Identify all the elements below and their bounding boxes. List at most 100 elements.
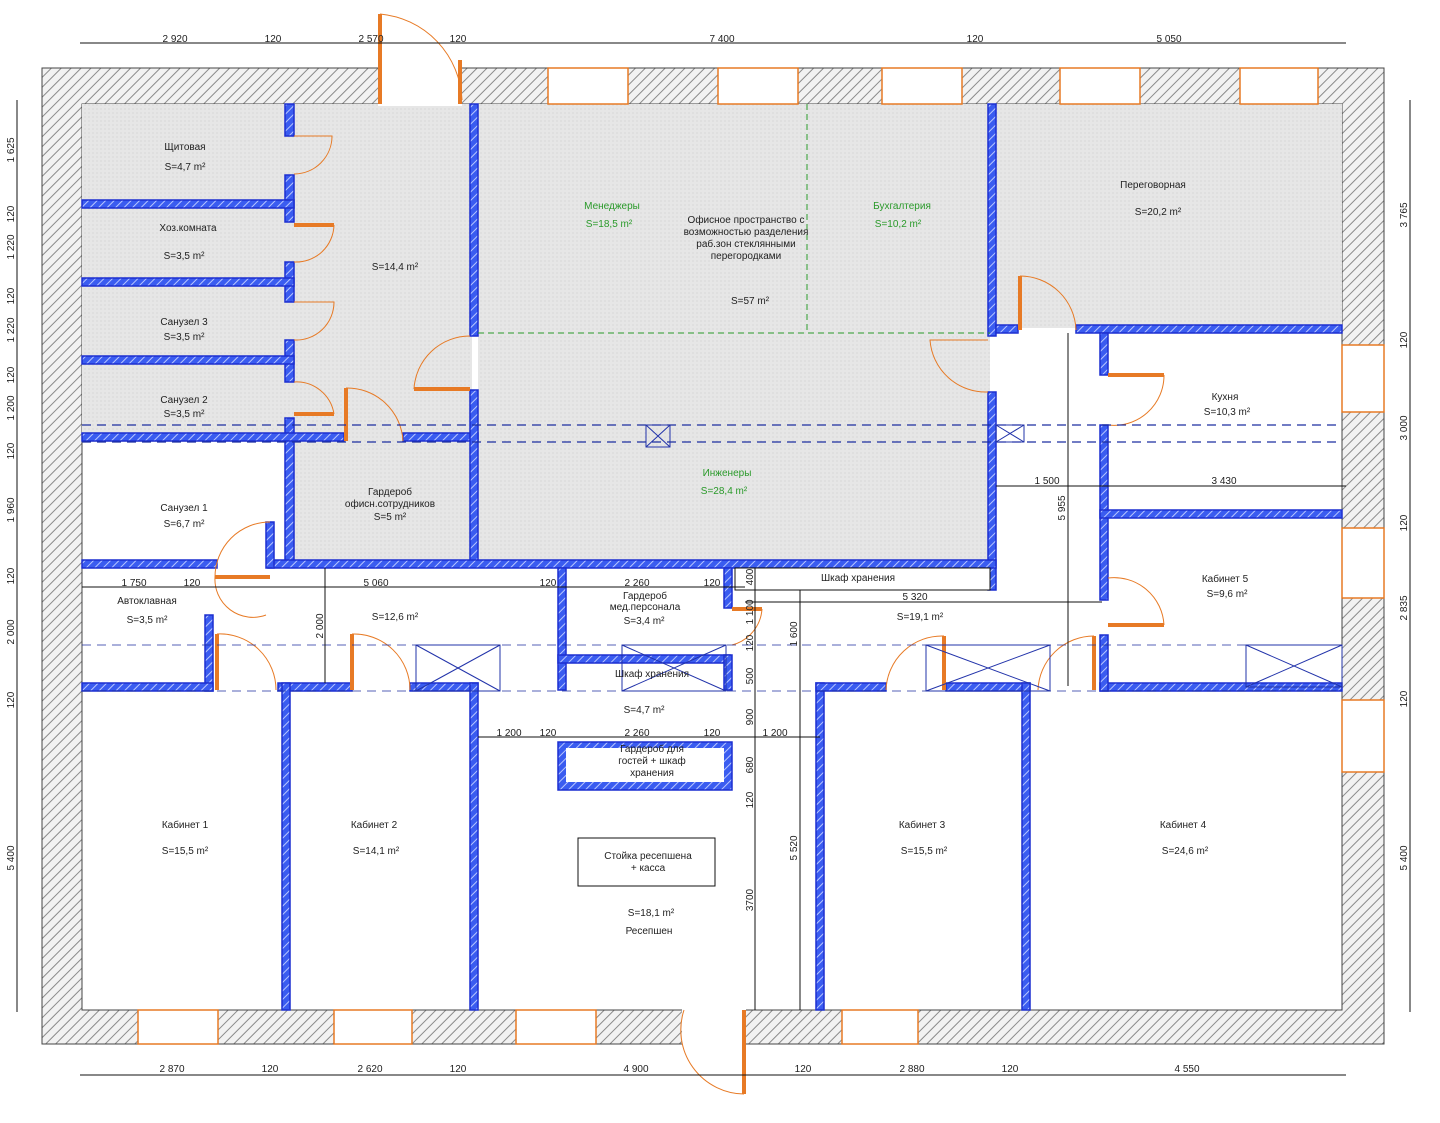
dimension-label: 1 220 <box>6 317 17 342</box>
vent-box-icon <box>995 424 1025 443</box>
dimension-label: 120 <box>1399 514 1410 531</box>
interior-walls <box>81 103 1343 1011</box>
dimension-label: 120 <box>745 791 756 808</box>
dimension-label: 1 200 <box>496 728 521 739</box>
dimension-label: 3 430 <box>1211 476 1236 487</box>
dimension-label: 1 625 <box>6 137 17 162</box>
dimension-label: 680 <box>745 756 756 773</box>
room-area: S=20,2 m² <box>1135 207 1182 218</box>
dimension-label: 120 <box>967 34 984 45</box>
room-area: S=24,6 m² <box>1162 846 1209 857</box>
room-name: Кабинет 2 <box>351 819 398 831</box>
room-area: S=3,5 m² <box>164 409 206 420</box>
room-name: Щитовая <box>164 142 205 153</box>
room-name: Кабинет 3 <box>899 819 946 831</box>
room-name: хранения <box>630 768 674 779</box>
room-name: возможностью разделения <box>684 227 809 238</box>
room-name: мед.персонала <box>610 602 681 613</box>
room-name: Гардероб <box>368 486 412 498</box>
dimension-label: 120 <box>184 578 201 589</box>
dimension-labels-right: 3 765 120 3 000 120 2 835 120 5 400 <box>1399 202 1410 870</box>
dimension-label: 5 400 <box>1399 845 1410 870</box>
zone-area: S=28,4 m² <box>701 486 748 497</box>
room-area: S=5 m² <box>374 512 407 523</box>
vent-box-icon <box>645 424 671 448</box>
room-area: S=57 m² <box>731 296 770 307</box>
room-name: Шкаф хранения <box>615 668 689 680</box>
dimension-label: 120 <box>704 578 721 589</box>
dimension-label: 4 900 <box>623 1064 648 1075</box>
dimension-label: 120 <box>1399 690 1410 707</box>
zone-name: Менеджеры <box>584 201 640 212</box>
room-area: S=18,1 m² <box>628 908 675 919</box>
dimension-labels-inner: 1 750 120 5 060 120 2 260 120 400 1 100 … <box>121 476 1236 911</box>
vent-box-icon <box>1245 644 1343 688</box>
interior-doors <box>214 135 1165 691</box>
dimension-label: 5 955 <box>1057 495 1068 520</box>
duct-lines <box>82 104 1343 692</box>
room-name: Гардероб <box>623 590 667 602</box>
dimension-label: 120 <box>1002 1064 1019 1075</box>
dimension-label: 1 960 <box>6 497 17 522</box>
dimension-label: 4 550 <box>1174 1064 1199 1075</box>
dimension-label: 120 <box>262 1064 279 1075</box>
zone-area: S=18,5 m² <box>586 219 633 230</box>
dimension-label: 2 880 <box>899 1064 924 1075</box>
room-name: Офисное пространство с <box>688 214 805 226</box>
dimension-label: 2 260 <box>624 728 649 739</box>
room-name: офисн.сотрудников <box>345 498 435 510</box>
dimension-label: 5 060 <box>363 578 388 589</box>
dimension-label: 3700 <box>745 888 756 911</box>
dimension-label: 120 <box>540 728 557 739</box>
dimension-label: 400 <box>745 568 756 585</box>
room-name: Санузел 1 <box>160 503 208 514</box>
dimension-label: 2 000 <box>6 619 17 644</box>
room-area: S=15,5 m² <box>901 846 948 857</box>
room-area: S=19,1 m² <box>897 612 944 623</box>
dimension-label: 120 <box>1399 331 1410 348</box>
entrance-doors <box>378 13 746 1095</box>
room-area: S=3,5 m² <box>127 615 169 626</box>
room-name: + касса <box>631 863 666 874</box>
dimension-label: 120 <box>450 1064 467 1075</box>
dimension-label: 3 765 <box>1399 202 1410 227</box>
room-area: S=4,7 m² <box>624 705 666 716</box>
room-name: Кабинет 5 <box>1202 573 1249 585</box>
zone-area: S=10,2 m² <box>875 219 922 230</box>
room-name: Санузел 2 <box>160 395 208 406</box>
dimension-label: 1 220 <box>6 234 17 259</box>
room-area: S=10,3 m² <box>1204 407 1251 418</box>
zone-name: Бухгалтерия <box>873 201 931 212</box>
room-name: раб.зон стеклянными <box>696 238 795 250</box>
dimension-label: 7 400 <box>709 34 734 45</box>
dimension-label: 120 <box>265 34 282 45</box>
dimension-label: 2 570 <box>358 34 383 45</box>
room-area: S=3,4 m² <box>624 616 666 627</box>
room-name: Хоз.комната <box>159 223 217 234</box>
dimension-label: 2 920 <box>162 34 187 45</box>
room-name: гостей + шкаф <box>618 755 685 767</box>
room-area: S=14,1 m² <box>353 846 400 857</box>
dimension-label: 120 <box>450 34 467 45</box>
dimension-label: 3 000 <box>1399 415 1410 440</box>
room-name: Кухня <box>1212 392 1239 403</box>
dimension-label: 5 050 <box>1156 34 1181 45</box>
room-name: Переговорная <box>1120 180 1186 191</box>
room-name: Кабинет 1 <box>162 819 209 831</box>
room-name: перегородками <box>711 251 781 262</box>
room-area: S=15,5 m² <box>162 846 209 857</box>
dimension-label: 120 <box>540 578 557 589</box>
room-name: Санузел 3 <box>160 317 208 328</box>
vent-box-icon <box>621 644 727 692</box>
room-area: S=12,6 m² <box>372 612 419 623</box>
dimension-label: 2 620 <box>357 1064 382 1075</box>
dimension-label: 5 400 <box>6 845 17 870</box>
room-name: Ресепшен <box>626 926 673 937</box>
zone-name: Инженеры <box>703 468 752 479</box>
dimension-label: 120 <box>6 567 17 584</box>
room-name: Стойка ресепшена <box>604 851 692 862</box>
room-area: S=4,7 m² <box>165 162 207 173</box>
room-area: S=3,5 m² <box>164 251 206 262</box>
dimension-labels-left: 1 625 120 1 220 120 1 220 120 1 200 120 … <box>6 137 17 870</box>
